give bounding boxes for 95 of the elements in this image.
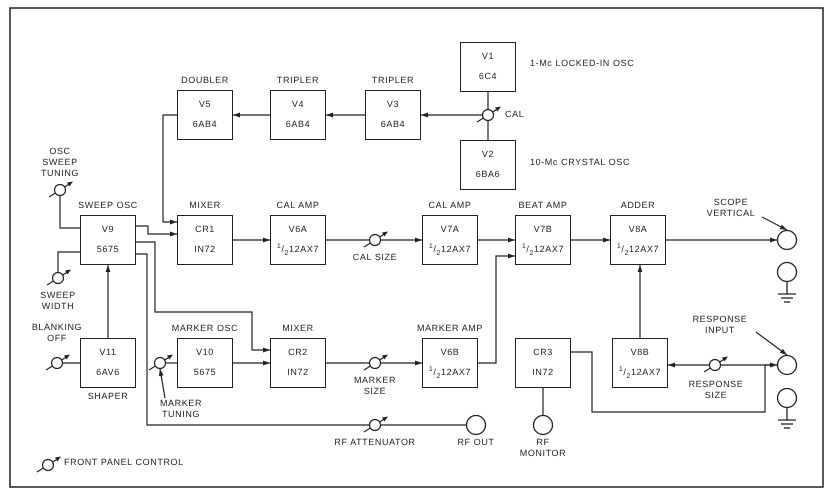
control-label: OSC SWEEP TUNING — [40, 146, 80, 179]
tube-label: V10 — [195, 347, 215, 358]
signal-line — [166, 362, 177, 364]
signal-line — [57, 251, 80, 272]
tube-label: CR2 — [287, 347, 309, 358]
jack-label: RF OUT — [456, 437, 496, 448]
stage-label: CAL AMP — [276, 200, 320, 211]
tube-label: $^{1}$/$_{2}$12AX7 — [428, 244, 472, 255]
tube-label: V7B — [532, 224, 554, 235]
stage-label: TRIPLER — [276, 75, 320, 86]
control-label: MARKER SIZE — [352, 375, 398, 397]
signal-arrow — [162, 114, 177, 224]
tube-label: $^{1}$/$_{2}$12AX7 — [618, 367, 662, 378]
signal-arrow — [381, 238, 422, 242]
legend-label: FRONT PANEL CONTROL — [64, 457, 184, 468]
signal-line — [59, 196, 80, 229]
tube-label: 6AB4 — [380, 119, 406, 130]
signal-line — [326, 239, 369, 241]
signal-line — [381, 424, 466, 426]
signal-line — [326, 362, 369, 364]
signal-arrow — [571, 238, 610, 242]
tube-label: V8B — [630, 347, 650, 358]
stage-label: TRIPLER — [370, 75, 416, 86]
signal-arrow — [478, 238, 515, 242]
tube-label: V6A — [288, 224, 308, 235]
tube-label: V11 — [98, 347, 118, 358]
control-label: CAL — [505, 109, 526, 120]
tube-label: 6BA6 — [474, 169, 502, 180]
tube-label: 5675 — [96, 244, 120, 255]
signal-arrow — [421, 112, 482, 118]
control-label: SWEEP WIDTH — [39, 290, 77, 312]
stage-label: MIXER — [281, 323, 315, 334]
signal-line — [542, 388, 544, 415]
signal-arrow — [638, 265, 642, 338]
signal-arrow — [136, 241, 270, 352]
stage-label: SWEEP OSC — [77, 200, 139, 211]
jack-label: RF MONITOR — [518, 437, 568, 459]
signal-line — [136, 253, 369, 426]
stage-label: MIXER — [188, 200, 222, 211]
tube-label: IN72 — [286, 367, 310, 378]
signal-arrow — [666, 238, 777, 242]
tube-label: V5 — [198, 99, 212, 110]
tube-label: $^{1}$/$_{2}$12AX7 — [276, 244, 320, 255]
tube-label: CR3 — [532, 347, 554, 358]
signal-arrow — [233, 112, 270, 118]
tube-label: $^{1}$/$_{2}$12AX7 — [520, 244, 566, 255]
connector-label: RESPONSE INPUT — [692, 314, 748, 336]
stage-label: MARKER OSC — [170, 323, 240, 334]
control-label: CAL SIZE — [352, 252, 398, 263]
stage-label: ADDER — [620, 200, 656, 211]
tube-label: V7A — [440, 224, 460, 235]
tube-label: V9 — [100, 224, 116, 235]
tube-label: $^{1}$/$_{2}$12AX7 — [428, 367, 472, 378]
tube-label: 6C4 — [478, 71, 498, 82]
signal-arrow — [668, 362, 709, 368]
tube-label: V8A — [628, 224, 648, 235]
tube-label: V1 — [480, 51, 496, 62]
stage-label: SHAPER — [86, 391, 130, 402]
stage-label: BEAT AMP — [518, 200, 568, 211]
signal-arrow — [381, 360, 422, 366]
leader-arrow — [762, 216, 788, 231]
leader-arrow — [158, 368, 166, 398]
signal-arrow — [106, 265, 110, 338]
leader-arrow — [756, 332, 788, 356]
tube-label: V6B — [440, 347, 460, 358]
signal-arrow — [326, 112, 365, 118]
signal-arrow — [478, 254, 515, 364]
stage-label: CAL AMP — [428, 200, 472, 211]
tube-label: $^{1}$/$_{2}$12AX7 — [616, 244, 660, 255]
signal-arrow — [136, 225, 177, 236]
control-label: BLANKING OFF — [30, 322, 84, 344]
tube-label: V4 — [290, 99, 306, 110]
control-label: RF ATTENUATOR — [333, 437, 417, 448]
signal-line — [487, 92, 489, 109]
signal-line — [487, 121, 489, 140]
signal-line — [63, 362, 80, 364]
signal-arrow — [571, 351, 777, 413]
signal-arrow — [233, 360, 270, 366]
tube-label: V3 — [386, 99, 400, 110]
tube-label: 6AB4 — [192, 119, 218, 130]
stage-label: MARKER AMP — [416, 323, 484, 334]
tube-label: CR1 — [194, 224, 216, 235]
signal-arrow — [233, 238, 270, 242]
tube-label: V2 — [480, 149, 496, 160]
tube-label: 5675 — [192, 367, 218, 378]
tube-label: 6AB4 — [284, 119, 312, 130]
stage-label: DOUBLER — [180, 75, 230, 86]
connector-label: MARKER TUNING — [158, 398, 204, 420]
tube-label: IN72 — [531, 367, 555, 378]
connector-label: SCOPE VERTICAL — [706, 197, 756, 219]
tube-label: IN72 — [193, 244, 217, 255]
control-label: RESPONSE SIZE — [688, 379, 744, 401]
stage-description: 10-Mc CRYSTAL OSC — [530, 157, 632, 168]
stage-description: 1-Mc LOCKED-IN OSC — [530, 58, 636, 69]
tube-label: 6AV6 — [95, 367, 121, 378]
